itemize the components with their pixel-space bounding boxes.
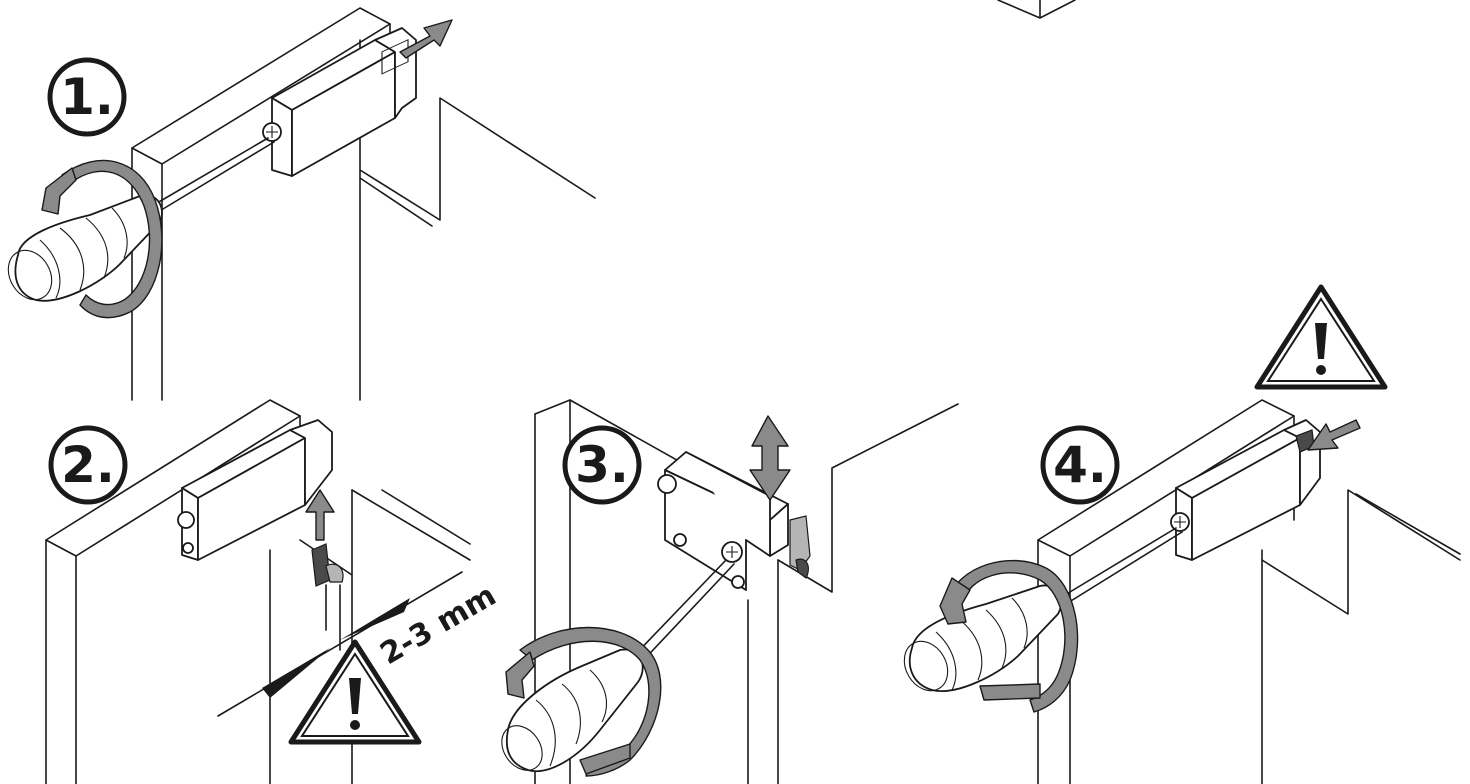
direction-arrow-icon	[305, 489, 335, 541]
dimension-label: 2-3 mm	[375, 578, 503, 672]
warning-triangle-icon	[1257, 287, 1385, 387]
step-1-illustration: 1.	[7, 7, 596, 401]
step-4-badge: 4.	[1040, 425, 1120, 505]
step-2-badge: 2.	[48, 425, 128, 505]
rotate-arrow-icon	[41, 159, 163, 319]
direction-arrow-icon	[1307, 419, 1361, 451]
screwdriver-icon	[903, 584, 1062, 692]
step-2-illustration: 2-3 mm 2.	[45, 399, 503, 784]
step-3-badge: 3.	[562, 425, 642, 505]
direction-arrow-icon	[399, 19, 453, 59]
cabinet-corner-fragment	[997, 0, 1076, 19]
step-4-label: 4.	[1053, 436, 1107, 494]
step-1-label: 1.	[60, 68, 114, 126]
step-3-illustration: 3.	[501, 399, 959, 784]
screwdriver-icon	[501, 648, 644, 772]
step-2-label: 2.	[61, 436, 115, 494]
step-4-illustration: 4.	[903, 287, 1461, 784]
direction-arrow-icon	[749, 415, 791, 501]
step-3-label: 3.	[575, 436, 629, 494]
step-1-badge: 1.	[47, 57, 127, 137]
rotate-arrow-icon	[505, 626, 662, 777]
rotate-arrow-icon	[939, 559, 1079, 713]
